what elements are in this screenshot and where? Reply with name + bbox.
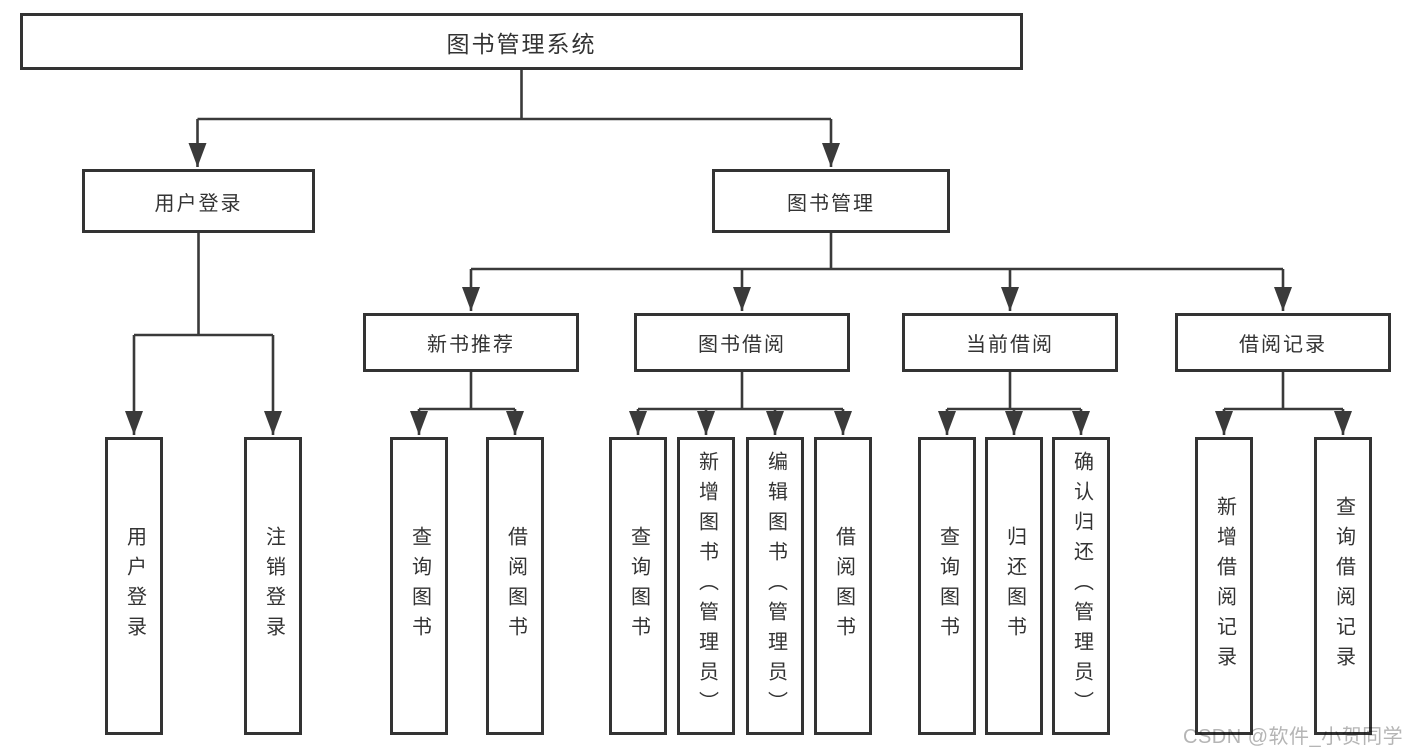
node-current-borrowing: 当前借阅 <box>902 313 1118 372</box>
node-query-books-recommend: 查询图书 <box>390 437 448 735</box>
node-borrowing-records: 借阅记录 <box>1175 313 1391 372</box>
node-query-books-borrowing: 查询图书 <box>609 437 667 735</box>
connector-book-management-split <box>471 233 1283 271</box>
arrowheads <box>125 119 1352 435</box>
node-confirm-return-admin: 确认归还（管理员） <box>1052 437 1110 735</box>
connector-book-borrow-split <box>638 372 843 411</box>
node-add-borrow-record: 新增借阅记录 <box>1195 437 1253 735</box>
csdn-watermark: CSDN @软件_小贺同学 <box>1183 726 1404 747</box>
node-borrow-books-leaf: 借阅图书 <box>814 437 872 735</box>
connector-new-book-split <box>419 372 515 411</box>
connector-current-borrow-split <box>947 372 1081 411</box>
node-library-management-system: 图书管理系统 <box>20 13 1023 70</box>
connector-user-login-split <box>134 233 273 337</box>
node-query-books-current: 查询图书 <box>918 437 976 735</box>
node-new-book-recommendation: 新书推荐 <box>363 313 579 372</box>
node-edit-book-admin: 编辑图书（管理员） <box>746 437 804 735</box>
node-logout-leaf: 注销登录 <box>244 437 302 735</box>
connector-borrow-records-split <box>1224 372 1343 411</box>
node-borrow-books-recommend: 借阅图书 <box>486 437 544 735</box>
node-book-borrowing: 图书借阅 <box>634 313 850 372</box>
node-user-login-leaf: 用户登录 <box>105 437 163 735</box>
node-user-login-branch: 用户登录 <box>82 169 315 233</box>
node-query-borrow-record: 查询借阅记录 <box>1314 437 1372 735</box>
connector-root-split <box>197 70 831 121</box>
node-add-book-admin: 新增图书（管理员） <box>677 437 735 735</box>
node-return-books: 归还图书 <box>985 437 1043 735</box>
node-book-management-branch: 图书管理 <box>712 169 950 233</box>
